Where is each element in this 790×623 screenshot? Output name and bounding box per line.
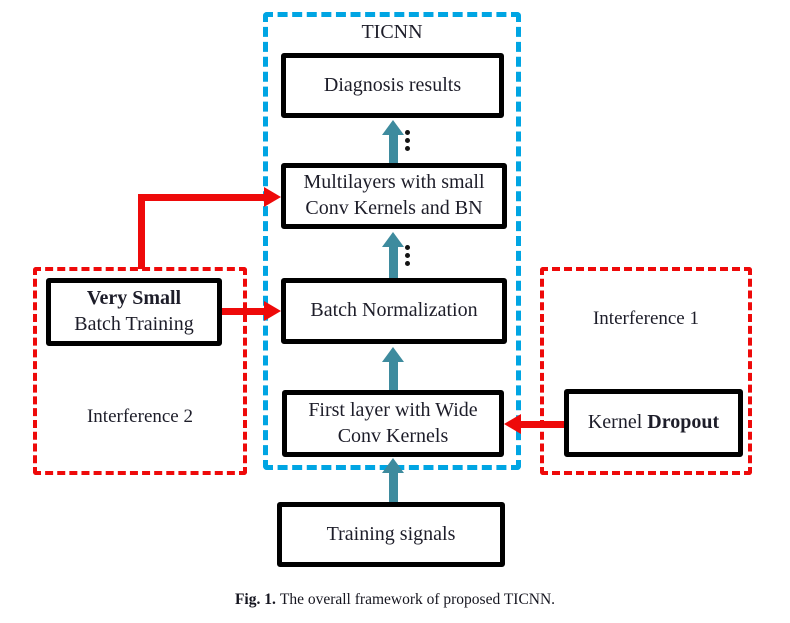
- figure-caption-number: Fig. 1.: [234, 591, 276, 608]
- first-layer-box: First layer with Wide Conv Kernels: [282, 390, 504, 457]
- red-arrowhead-into-multilayers: [264, 187, 281, 207]
- first-layer-label-line1: First layer with Wide: [308, 398, 478, 421]
- figure-caption: Fig. 1.The overall framework of proposed…: [0, 591, 790, 609]
- kernel-label-part: Kernel: [587, 411, 648, 434]
- arrow-training-to-firstlayer: [382, 458, 404, 503]
- multilayers-label-line2: Conv Kernels and BN: [305, 197, 483, 219]
- red-arrow-verysmall-to-batchnorm: [222, 308, 265, 315]
- diagnosis-results-box: Diagnosis results: [281, 53, 504, 118]
- red-arrow-kerneldropout-to-firstlayer: [520, 421, 564, 428]
- vertical-ellipsis-icon: [405, 130, 410, 135]
- red-arrowhead-into-firstlayer: [504, 414, 521, 434]
- interference-1-label: Interference 1: [592, 308, 699, 329]
- diagnosis-results-label: Diagnosis results: [323, 73, 462, 96]
- kernel-dropout-label: Kernel Dropout: [588, 410, 719, 436]
- dropout-label-part: Dropout: [647, 411, 720, 434]
- red-elbow-arrow-horizontal-segment: [138, 194, 265, 201]
- batch-normalization-box: Batch Normalization: [281, 278, 507, 344]
- arrow-firstlayer-to-batchnorm: [382, 347, 404, 391]
- figure-caption-text: The overall framework of proposed TICNN.: [279, 591, 556, 608]
- training-signals-label: Training signals: [326, 522, 456, 545]
- red-elbow-arrow-vertical-segment: [138, 194, 145, 269]
- vertical-ellipsis-icon: [405, 245, 410, 250]
- very-small-label: Very Small: [86, 287, 182, 310]
- batch-normalization-label: Batch Normalization: [310, 299, 478, 322]
- red-arrowhead-into-batchnorm: [264, 301, 281, 321]
- ticnn-label: TICNN: [361, 21, 423, 43]
- batch-training-label: Batch Training: [74, 313, 194, 335]
- multilayers-box: Multilayers with small Conv Kernels and …: [281, 163, 507, 229]
- interference-2-dashed-boundary: [33, 267, 247, 475]
- interference-1-dashed-boundary: [540, 267, 752, 475]
- kernel-dropout-box: Kernel Dropout: [564, 389, 743, 457]
- training-signals-box: Training signals: [277, 502, 505, 567]
- very-small-batch-training-box: Very Small Batch Training: [46, 278, 222, 346]
- multilayers-label-line1: Multilayers with small: [303, 171, 485, 194]
- first-layer-label-line2: Conv Kernels: [337, 424, 449, 447]
- interference-2-label: Interference 2: [86, 406, 193, 427]
- arrow-multilayers-to-diagnosis: [382, 120, 404, 163]
- arrow-batchnorm-to-multilayers: [382, 232, 404, 280]
